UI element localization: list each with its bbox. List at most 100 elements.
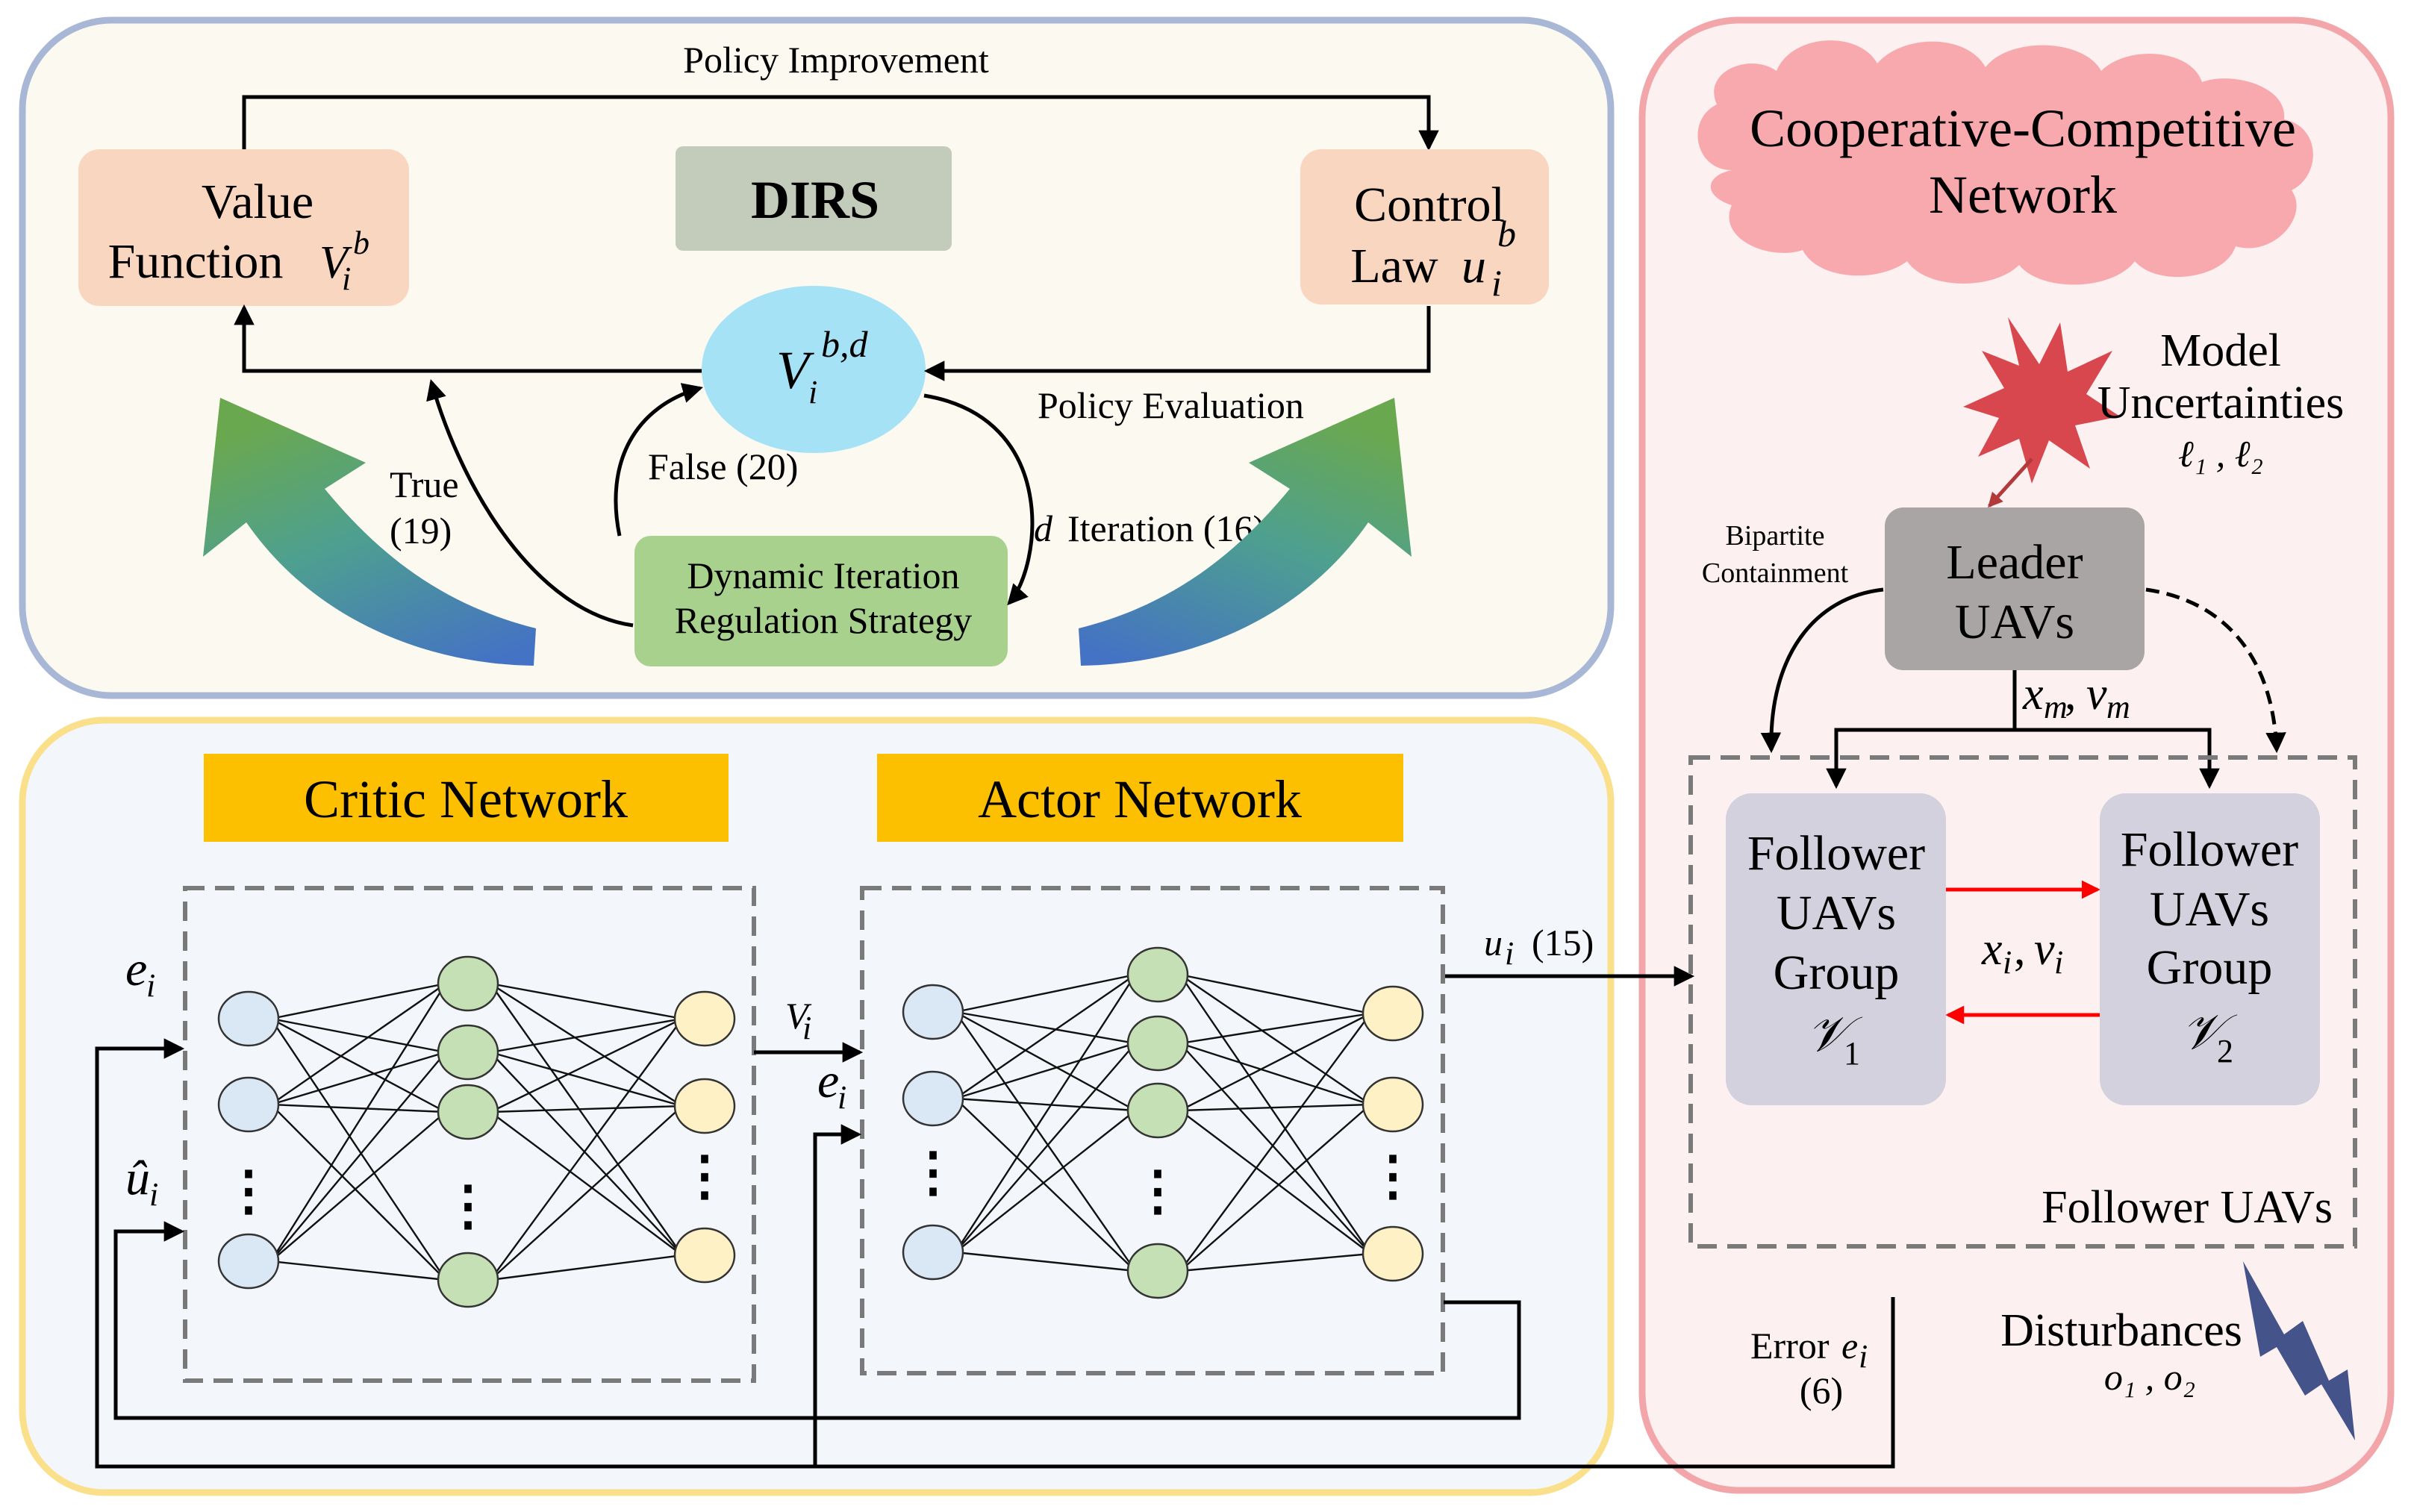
actor-connection [1179,1042,1371,1106]
critic-e-input-symbol: e [125,942,147,996]
true-branch-arrow [426,379,634,628]
model-uncertainties-line2: Uncertainties [2097,378,2345,428]
critic-connection [270,1111,446,1262]
disturbances-label: Disturbances [2000,1305,2242,1356]
update-to-value-arrow [234,304,702,373]
follower-group2-box [2100,793,2320,1105]
critic-input-node [217,1076,280,1133]
error-symbol: e [1841,1325,1858,1366]
actor-output-dots: ⋮ [1366,1146,1420,1206]
policy-evaluation-arrow [923,306,1431,381]
dirs-strategy-line2: Regulation Strategy [675,599,973,641]
network-panel [19,716,1615,1496]
follower-state-x: x [1981,924,2003,975]
actor-connection [1179,1252,1371,1272]
follower-state-sep: , [2014,924,2026,975]
follower-state-v-sub: i [2054,944,2063,981]
actor-hidden-node [1126,1015,1189,1072]
actor-input-dots: ⋮ [906,1143,960,1202]
actor-connection [1179,1043,1371,1255]
follower-group1-line2: UAVs [1777,886,1896,940]
disturbances-symbols: o₁ , o₂ [2104,1356,2195,1398]
d-iteration-d: d [1034,507,1053,549]
actor-connection [1179,974,1371,1105]
actor-connection [955,974,1136,1099]
actor-input-node [902,984,964,1040]
critic-connection [270,1052,446,1262]
actor-connection [1179,1013,1371,1272]
critic-connection [490,1105,683,1113]
actor-connection [1179,1110,1371,1255]
critic-network-frame [183,886,756,1383]
value-function-sup: b [353,225,369,261]
error-sub: i [1859,1338,1868,1375]
leader-state-x: x [2022,669,2044,719]
critic-input-node [217,990,280,1047]
value-function-line2: Function [108,234,284,289]
iterative-value-ellipse [702,286,926,453]
critic-input-dots: ⋮ [222,1161,275,1221]
critic-output-node [673,1227,736,1284]
actor-input-node [902,1070,964,1127]
policy-improvement-arrow [242,95,1439,151]
critic-u-hat-sub: i [149,1176,158,1213]
actor-connection [1179,1104,1371,1272]
follower-state-v: v [2034,924,2055,975]
critic-v-output-sub: i [802,1010,811,1046]
actor-connection [1179,973,1371,1015]
actor-output-node [1362,1225,1424,1282]
critic-connection [270,1017,446,1113]
dirs-strategy-line1: Dynamic Iteration [687,554,959,596]
actor-hidden-dots: ⋮ [1131,1161,1185,1221]
actor-connection [955,1010,1136,1045]
critic-connection [270,982,446,1020]
follower-group1-sub: 1 [1844,1035,1860,1072]
actor-output-node [1362,1076,1424,1133]
actor-hidden-node [1126,1243,1189,1299]
follower-group2-sub: 2 [2217,1033,2233,1069]
critic-connection [270,1260,446,1281]
leader-state-v-sub: m [2106,689,2130,725]
actor-e-input-sub: i [838,1079,846,1116]
control-law-box [1300,149,1549,304]
cloud-title-line2: Network [1929,165,2117,225]
actor-hidden-node [1126,946,1189,1003]
critic-hidden-node [437,955,499,1012]
critic-connection [490,1052,683,1256]
value-function-box [78,149,409,306]
critic-connection [490,1105,683,1281]
uav-panel [1638,16,2395,1494]
actor-connection [955,1110,1136,1253]
actor-connection [1179,1012,1371,1112]
critic-hidden-node [437,1084,499,1140]
leader-dashed-arrow [2145,587,2286,754]
control-law-symbol: u [1462,239,1486,293]
dirs-badge-label: DIRS [751,170,879,230]
actor-connection [1179,974,1371,1255]
follower-group2-line2: UAVs [2150,882,2269,937]
left-gradient-arrow [203,398,536,666]
follower-group2-line1: Follower [2121,822,2298,877]
u-feedback-to-critic [113,1221,1521,1420]
cloud-title-line1: Cooperative-Competitive [1750,99,2296,158]
critic-input-node [217,1233,280,1290]
d-iteration-label: Iteration (16) [1067,507,1265,549]
e-feedback-to-critic [95,1038,1895,1469]
actor-u-output-eq: (15) [1532,922,1594,963]
leader-uavs-line2: UAVs [1955,595,2074,649]
iterative-value-sup: b,d [821,323,869,365]
critic-connection [490,1017,683,1054]
leader-to-group1-arrow [1826,670,2017,790]
critic-connection [270,1018,446,1281]
error-eq: (6) [1800,1369,1843,1411]
actor-u-output-symbol: u [1484,922,1503,963]
follower-uavs-label: Follower UAVs [2042,1182,2333,1233]
bipartite-line1: Bipartite [1726,520,1825,552]
model-uncertainty-burst-icon [1963,317,2120,484]
critic-connection [490,983,683,1256]
leader-uavs-box [1885,507,2145,670]
value-function-sub: i [342,260,351,297]
critic-v-output-symbol: V [785,995,812,1037]
model-uncertainties-line1: Model [2160,325,2281,376]
model-uncertainties-symbols: ℓ₁ , ℓ₂ [2178,433,2263,475]
